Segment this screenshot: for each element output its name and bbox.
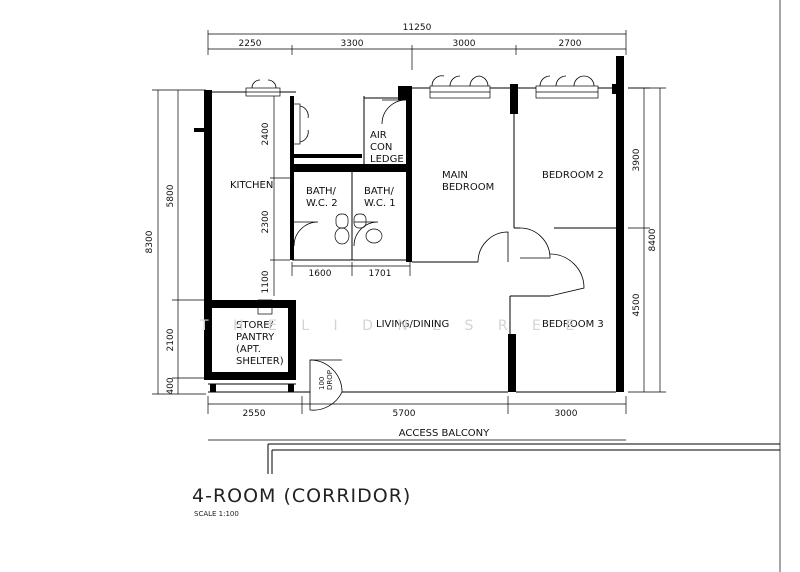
dim-left-inner-2: 2100: [166, 328, 176, 351]
watermark: T H E L I D N L S R E E: [199, 318, 584, 334]
dim-right-inner-1: 3900: [632, 148, 642, 171]
room-labels: KITCHEN BATH/ W.C. 2 BATH/ W.C. 1 AIR CO…: [230, 130, 604, 390]
label-bath1-line2: W.C. 1: [364, 198, 396, 209]
windows: [245, 75, 599, 145]
dim-top-4: 2700: [559, 39, 582, 49]
label-bath1-line1: BATH/: [364, 186, 395, 197]
dim-bottom-2: 5700: [393, 409, 416, 419]
doors: [293, 99, 585, 411]
label-main-bedroom-line1: MAIN: [442, 170, 468, 181]
label-store-line2: PANTRY: [236, 332, 275, 343]
label-refuse-line1: 100: [318, 377, 326, 390]
label-store-line3: (APT.: [236, 344, 261, 355]
bottom-dimensions: 2550 5700 3000: [207, 396, 627, 419]
dim-left-outer: 8300: [145, 230, 155, 253]
label-bath2-line2: W.C. 2: [306, 198, 338, 209]
dim-left-inner-3: 400: [166, 377, 176, 394]
label-aircon-line1: AIR: [370, 130, 387, 141]
dim-left-inner-1: 5800: [166, 184, 176, 207]
label-bedroom-2: BEDROOM 2: [542, 170, 604, 181]
label-store-line4: SHELTER): [236, 356, 284, 367]
label-store-line1: STORE/: [236, 320, 274, 331]
dim-top-2: 3300: [341, 39, 364, 49]
dim-bottom-3: 3000: [555, 409, 578, 419]
dim-overall-width: 11250: [403, 23, 432, 33]
dim-top-1: 2250: [239, 39, 262, 49]
label-refuse-line2: DROP: [326, 370, 334, 390]
kitchen-side-dimensions: 2400 2300 1100: [261, 96, 290, 296]
label-bedroom-3: BEDROOM 3: [542, 319, 604, 330]
dim-right-inner-2: 4500: [632, 293, 642, 316]
dim-right-outer: 8400: [648, 228, 658, 251]
dim-bath-2: 1701: [369, 269, 392, 279]
bath-dimensions: 1600 1701: [291, 262, 411, 279]
access-balcony: ACCESS BALCONY: [208, 428, 780, 474]
label-main-bedroom-line2: BEDROOM: [442, 182, 494, 193]
label-access-balcony: ACCESS BALCONY: [399, 428, 490, 439]
dim-bottom-1: 2550: [243, 409, 266, 419]
label-aircon-line2: CON: [370, 142, 392, 153]
dim-kitchen-2: 2300: [261, 210, 271, 233]
right-dimensions: 3900 4500 8400: [628, 87, 666, 393]
plan-title: 4-ROOM (CORRIDOR): [192, 485, 411, 507]
label-bath2-line1: BATH/: [306, 186, 337, 197]
dim-top-3: 3000: [453, 39, 476, 49]
label-kitchen: KITCHEN: [230, 180, 273, 191]
dim-kitchen-1: 2400: [261, 122, 271, 145]
bath-fixtures: [334, 213, 383, 245]
label-aircon-line3: LEDGE: [370, 154, 404, 165]
plan-scale: SCALE 1:100: [194, 510, 239, 518]
walls: [194, 56, 624, 393]
dim-kitchen-3: 1100: [261, 270, 271, 293]
label-living-dining: LIVING/DINING: [376, 319, 449, 330]
dim-bath-1: 1600: [309, 269, 332, 279]
left-dimensions: 8300 5800 2100 400: [145, 89, 206, 395]
top-dimensions: 11250 2250 3300 3000 2700: [207, 23, 627, 70]
